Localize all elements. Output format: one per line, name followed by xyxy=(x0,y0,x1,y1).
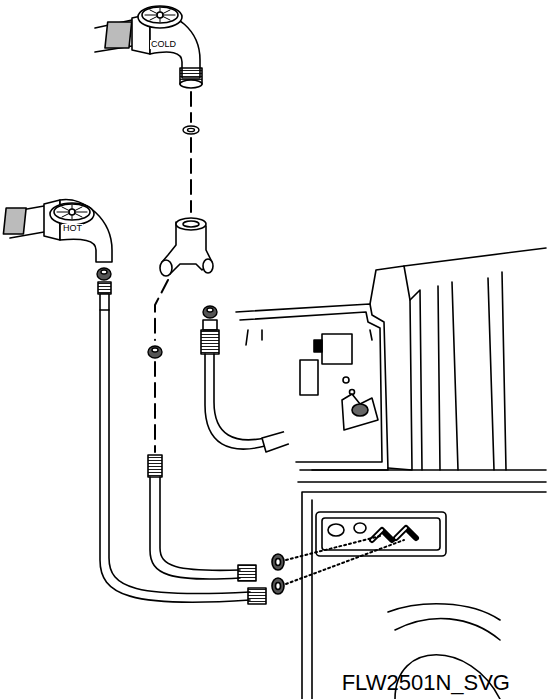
washer xyxy=(97,126,217,358)
cold-faucet xyxy=(95,6,202,88)
faucet-label: HOT xyxy=(62,224,83,233)
lower-unit xyxy=(298,482,546,699)
hot-faucet xyxy=(3,200,112,262)
cold-hose xyxy=(148,455,256,581)
upper-unit xyxy=(236,248,546,470)
faucet-label: COLD xyxy=(150,40,177,49)
inlet-washer xyxy=(272,536,404,594)
figure-caption: FLW2501N_SVG xyxy=(342,672,510,694)
y-connector xyxy=(160,218,213,276)
hot-hose xyxy=(98,282,266,604)
